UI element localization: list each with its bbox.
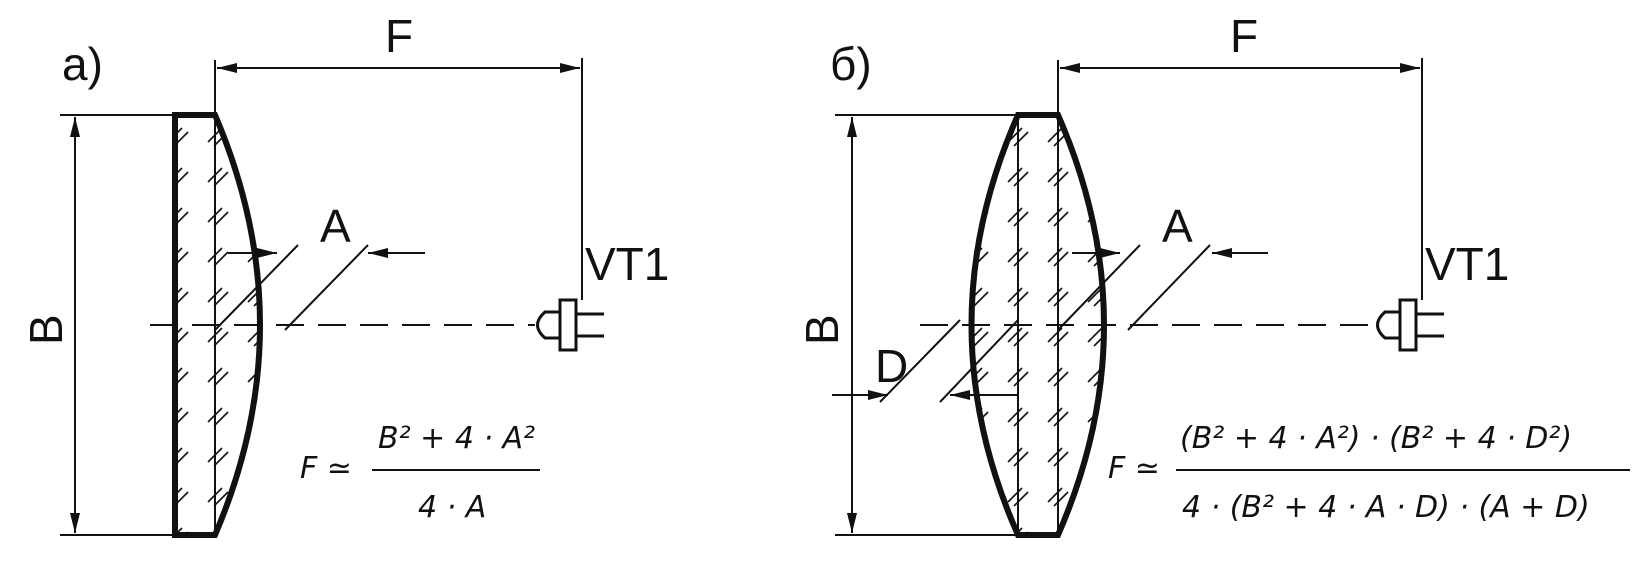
focal-label-a: F — [385, 10, 413, 62]
sensor-b — [1376, 298, 1444, 352]
focal-label-b: F — [1230, 10, 1258, 62]
formula-a-denominator: 4 · A — [418, 490, 486, 525]
sag2-extension-1-b — [879, 319, 961, 403]
formula-b-lhs: F ≃ — [1108, 451, 1160, 486]
sag-extension-1-a — [284, 244, 369, 331]
sensor-a — [536, 298, 604, 352]
formula-b: F ≃ (B² + 4 · A²) · (B² + 4 · D²) 4 · (B… — [1108, 421, 1630, 525]
sag-label-b: A — [1162, 200, 1193, 252]
panel-label-b: б) — [830, 38, 872, 90]
formula-b-numerator: (B² + 4 · A²) · (B² + 4 · D²) — [1180, 421, 1572, 456]
lens-a-body — [172, 112, 263, 538]
sag2-label-b: D — [875, 340, 908, 392]
lens-b-hatching — [971, 115, 1104, 535]
diagram-a: а) F B A VT1 F ≃ — [20, 10, 669, 538]
diagram-b: б) F B A D — [796, 10, 1630, 538]
sensor-label-b: VT1 — [1425, 238, 1509, 290]
sag-extension-2-a — [214, 244, 299, 331]
formula-a-lhs: F ≃ — [300, 451, 352, 486]
width-label-b: B — [796, 314, 848, 345]
panel-label-a: а) — [62, 38, 103, 90]
sensor-label-a: VT1 — [585, 238, 669, 290]
formula-a-numerator: B² + 4 · A² — [378, 421, 535, 456]
sag-label-a: A — [320, 200, 351, 252]
width-label-a: B — [20, 314, 72, 345]
sag-extension-2-b — [1057, 244, 1141, 331]
formula-b-denominator: 4 · (B² + 4 · A · D) · (A + D) — [1182, 490, 1590, 525]
sag2-extension-2-b — [939, 319, 1019, 403]
sag-extension-1-b — [1127, 244, 1211, 331]
formula-a: F ≃ B² + 4 · A² 4 · A — [300, 421, 540, 525]
